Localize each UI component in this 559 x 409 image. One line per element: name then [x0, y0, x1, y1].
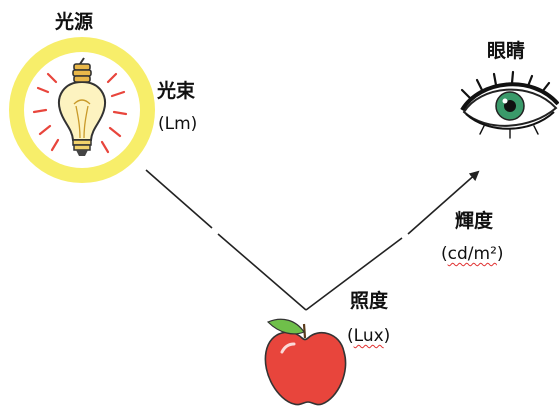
eye-icon — [460, 70, 559, 139]
luminance-unit: (cd/m²) — [441, 244, 504, 264]
illuminance-unit: (Lux) — [347, 326, 391, 346]
source-title: 光源 — [55, 11, 94, 33]
illuminance-unit-word: Lux — [353, 326, 384, 346]
flux-line-b — [217, 233, 307, 311]
eye-title: 眼睛 — [487, 40, 526, 62]
luminance-unit-word: cd/m² — [447, 244, 497, 264]
luminous-flux-title: 光束 — [157, 80, 196, 102]
luminance-line-a — [305, 237, 403, 311]
light-rays — [32, 72, 128, 154]
light-bulb-icon — [58, 57, 106, 156]
luminance-arrow — [407, 170, 480, 235]
luminance-title: 輝度 — [455, 210, 494, 232]
luminous-flux-unit: (Lm) — [158, 114, 198, 134]
apple-icon — [264, 318, 347, 406]
illuminance-title: 照度 — [350, 290, 389, 312]
flux-line-a — [145, 169, 213, 229]
